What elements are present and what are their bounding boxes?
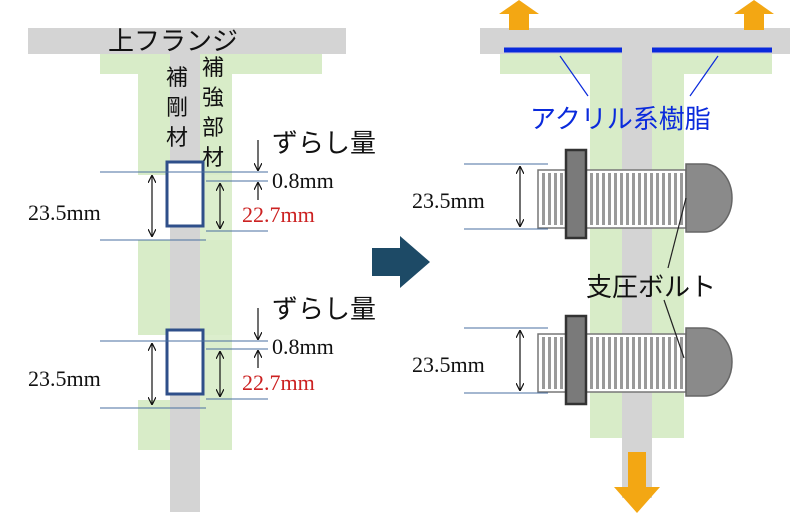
offset-label: ずらし量 [272,129,376,159]
thread-stripe [548,337,551,389]
offset-value: 0.8mm [272,334,334,359]
flange-label: 上フランジ [108,27,238,57]
bolt-leader-line [667,197,687,269]
offset-value: 0.8mm [272,168,334,193]
thread-stripe [620,337,623,389]
thread-stripe [638,337,641,389]
thread-stripe [632,337,635,389]
thread-stripe [542,337,545,389]
reinforcement-char-4: 材 [202,146,224,171]
thread-stripe [596,173,599,225]
thread-stripe [668,173,671,225]
bolt-nut [564,148,588,240]
thread-stripe [626,173,629,225]
thread-stripe [554,337,557,389]
resin-label: アクリル系樹脂 [530,105,711,135]
thread-stripe [668,337,671,389]
upper-flange [28,28,346,54]
bolt-label: 支圧ボルト [586,273,716,303]
bolt-nut [564,314,588,406]
thread-stripe [626,337,629,389]
thread-stripe [674,337,677,389]
thread-stripe [596,337,599,389]
transition-arrow-icon [372,236,430,288]
dim-hole-label: 23.5mm [28,200,101,225]
bearing-bolt-bottom: 23.5mm [412,314,733,406]
bolt-leader-line [663,299,685,359]
left-panel: 上フランジ 補 剛 材 補 強 部 材 23.5mm 22.7mm ずらし量 [28,27,376,512]
thread-stripe [548,173,551,225]
thread-stripe [560,173,563,225]
thread-stripe [680,337,683,389]
bolt-hole-bottom [165,328,205,396]
offset-label: ずらし量 [272,295,376,325]
thread-stripe [674,173,677,225]
thread-stripe [656,173,659,225]
right-web-plate [622,28,652,498]
thread-stripe [650,173,653,225]
thread-stripe [662,173,665,225]
thread-stripe [602,173,605,225]
thread-stripe [590,337,593,389]
thread-stripe [656,337,659,389]
thread-stripe [560,337,563,389]
right-panel: アクリル系樹脂 23.5mm 23.5mm [412,0,790,513]
thread-stripe [620,173,623,225]
web-plate [170,52,200,512]
thread-stripe [644,337,647,389]
thread-stripe [554,173,557,225]
stiffener-char-3: 材 [166,126,188,151]
thread-stripe [590,173,593,225]
bolt-hole-label: 23.5mm [412,352,485,377]
bolt-hole-label: 23.5mm [412,188,485,213]
thread-stripe [638,173,641,225]
resin-leader-line [559,55,589,97]
thread-stripe [614,173,617,225]
reinforcement-char-1: 補 [202,56,224,81]
dim-length-label: 22.7mm [242,370,315,395]
bolt-hole-top [165,160,205,228]
dim-length-label: 22.7mm [242,202,315,227]
load-arrow-up-right-icon [734,0,774,30]
thread-stripe [542,173,545,225]
thread-stripe [608,173,611,225]
thread-stripe [680,173,683,225]
load-arrow-up-left-icon [499,0,539,30]
thread-stripe [614,337,617,389]
thread-stripe [662,337,665,389]
dim-hole-label: 23.5mm [28,366,101,391]
thread-stripe [602,337,605,389]
bolt-head [685,327,733,397]
thread-stripe [608,337,611,389]
bolt-head [685,163,733,233]
left-bottom-detail: 23.5mm 22.7mm ずらし量 0.8mm [28,295,376,409]
load-arrow-down-icon [614,452,660,513]
thread-stripe [632,173,635,225]
stiffener-char-1: 補 [166,66,188,91]
reinforcement-char-2: 強 [202,86,224,111]
resin-leader-line [689,55,719,97]
reinforcement-char-3: 部 [202,116,224,141]
left-top-detail: 23.5mm 22.7mm ずらし量 0.8mm [28,129,376,241]
stiffener-char-2: 剛 [166,96,188,121]
thread-stripe [644,173,647,225]
thread-stripe [650,337,653,389]
